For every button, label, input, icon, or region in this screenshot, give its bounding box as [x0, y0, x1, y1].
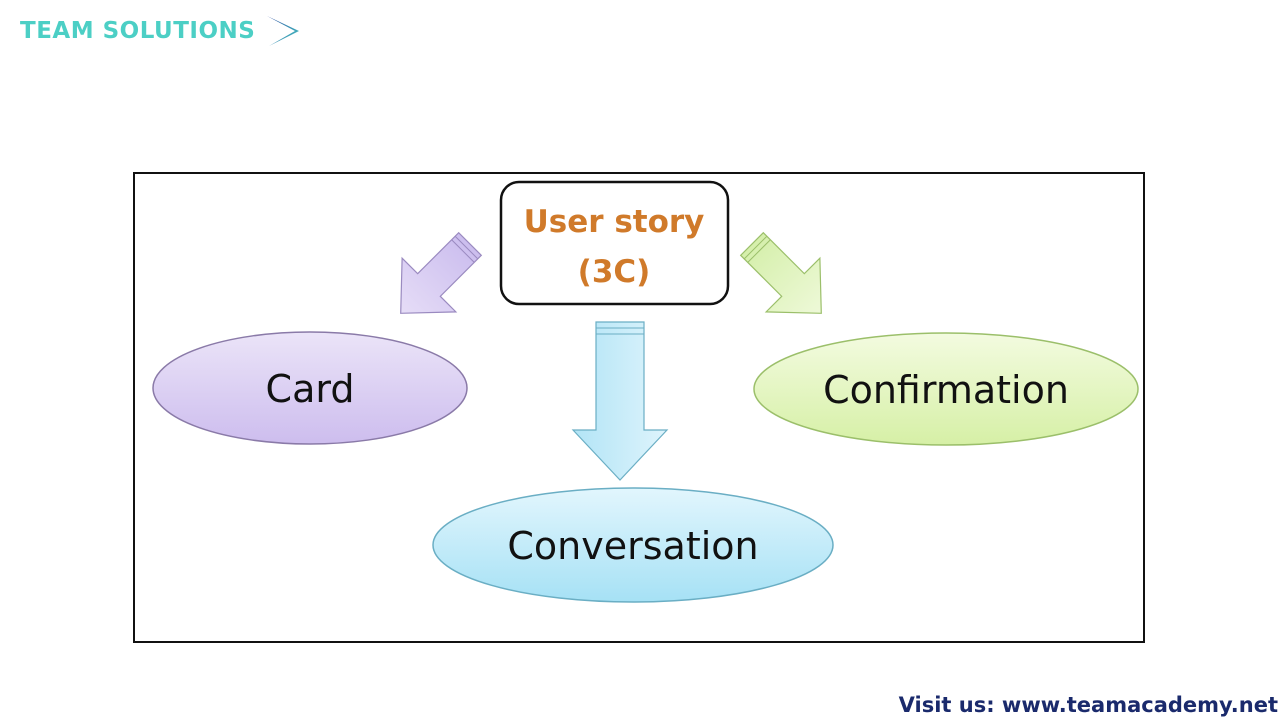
arrow-to-card [400, 231, 483, 314]
card-label: Card [266, 367, 355, 411]
confirmation-label: Confirmation [823, 368, 1069, 412]
conversation-label: Conversation [507, 524, 758, 568]
conversation-node: Conversation [432, 487, 834, 603]
arrow-to-confirmation [739, 231, 822, 314]
user-story-box: User story (3C) [499, 180, 730, 306]
card-node: Card [152, 331, 468, 445]
brand-name: TEAM SOLUTIONS [20, 18, 256, 44]
footer-website-link[interactable]: Visit us: www.teamacademy.net [898, 693, 1278, 717]
user-story-title: User story [524, 204, 705, 240]
confirmation-node: Confirmation [753, 332, 1139, 446]
user-story-subtitle: (3C) [578, 254, 651, 290]
brand-logo: TEAM SOLUTIONS [20, 14, 301, 48]
arrow-to-conversation [571, 321, 669, 481]
